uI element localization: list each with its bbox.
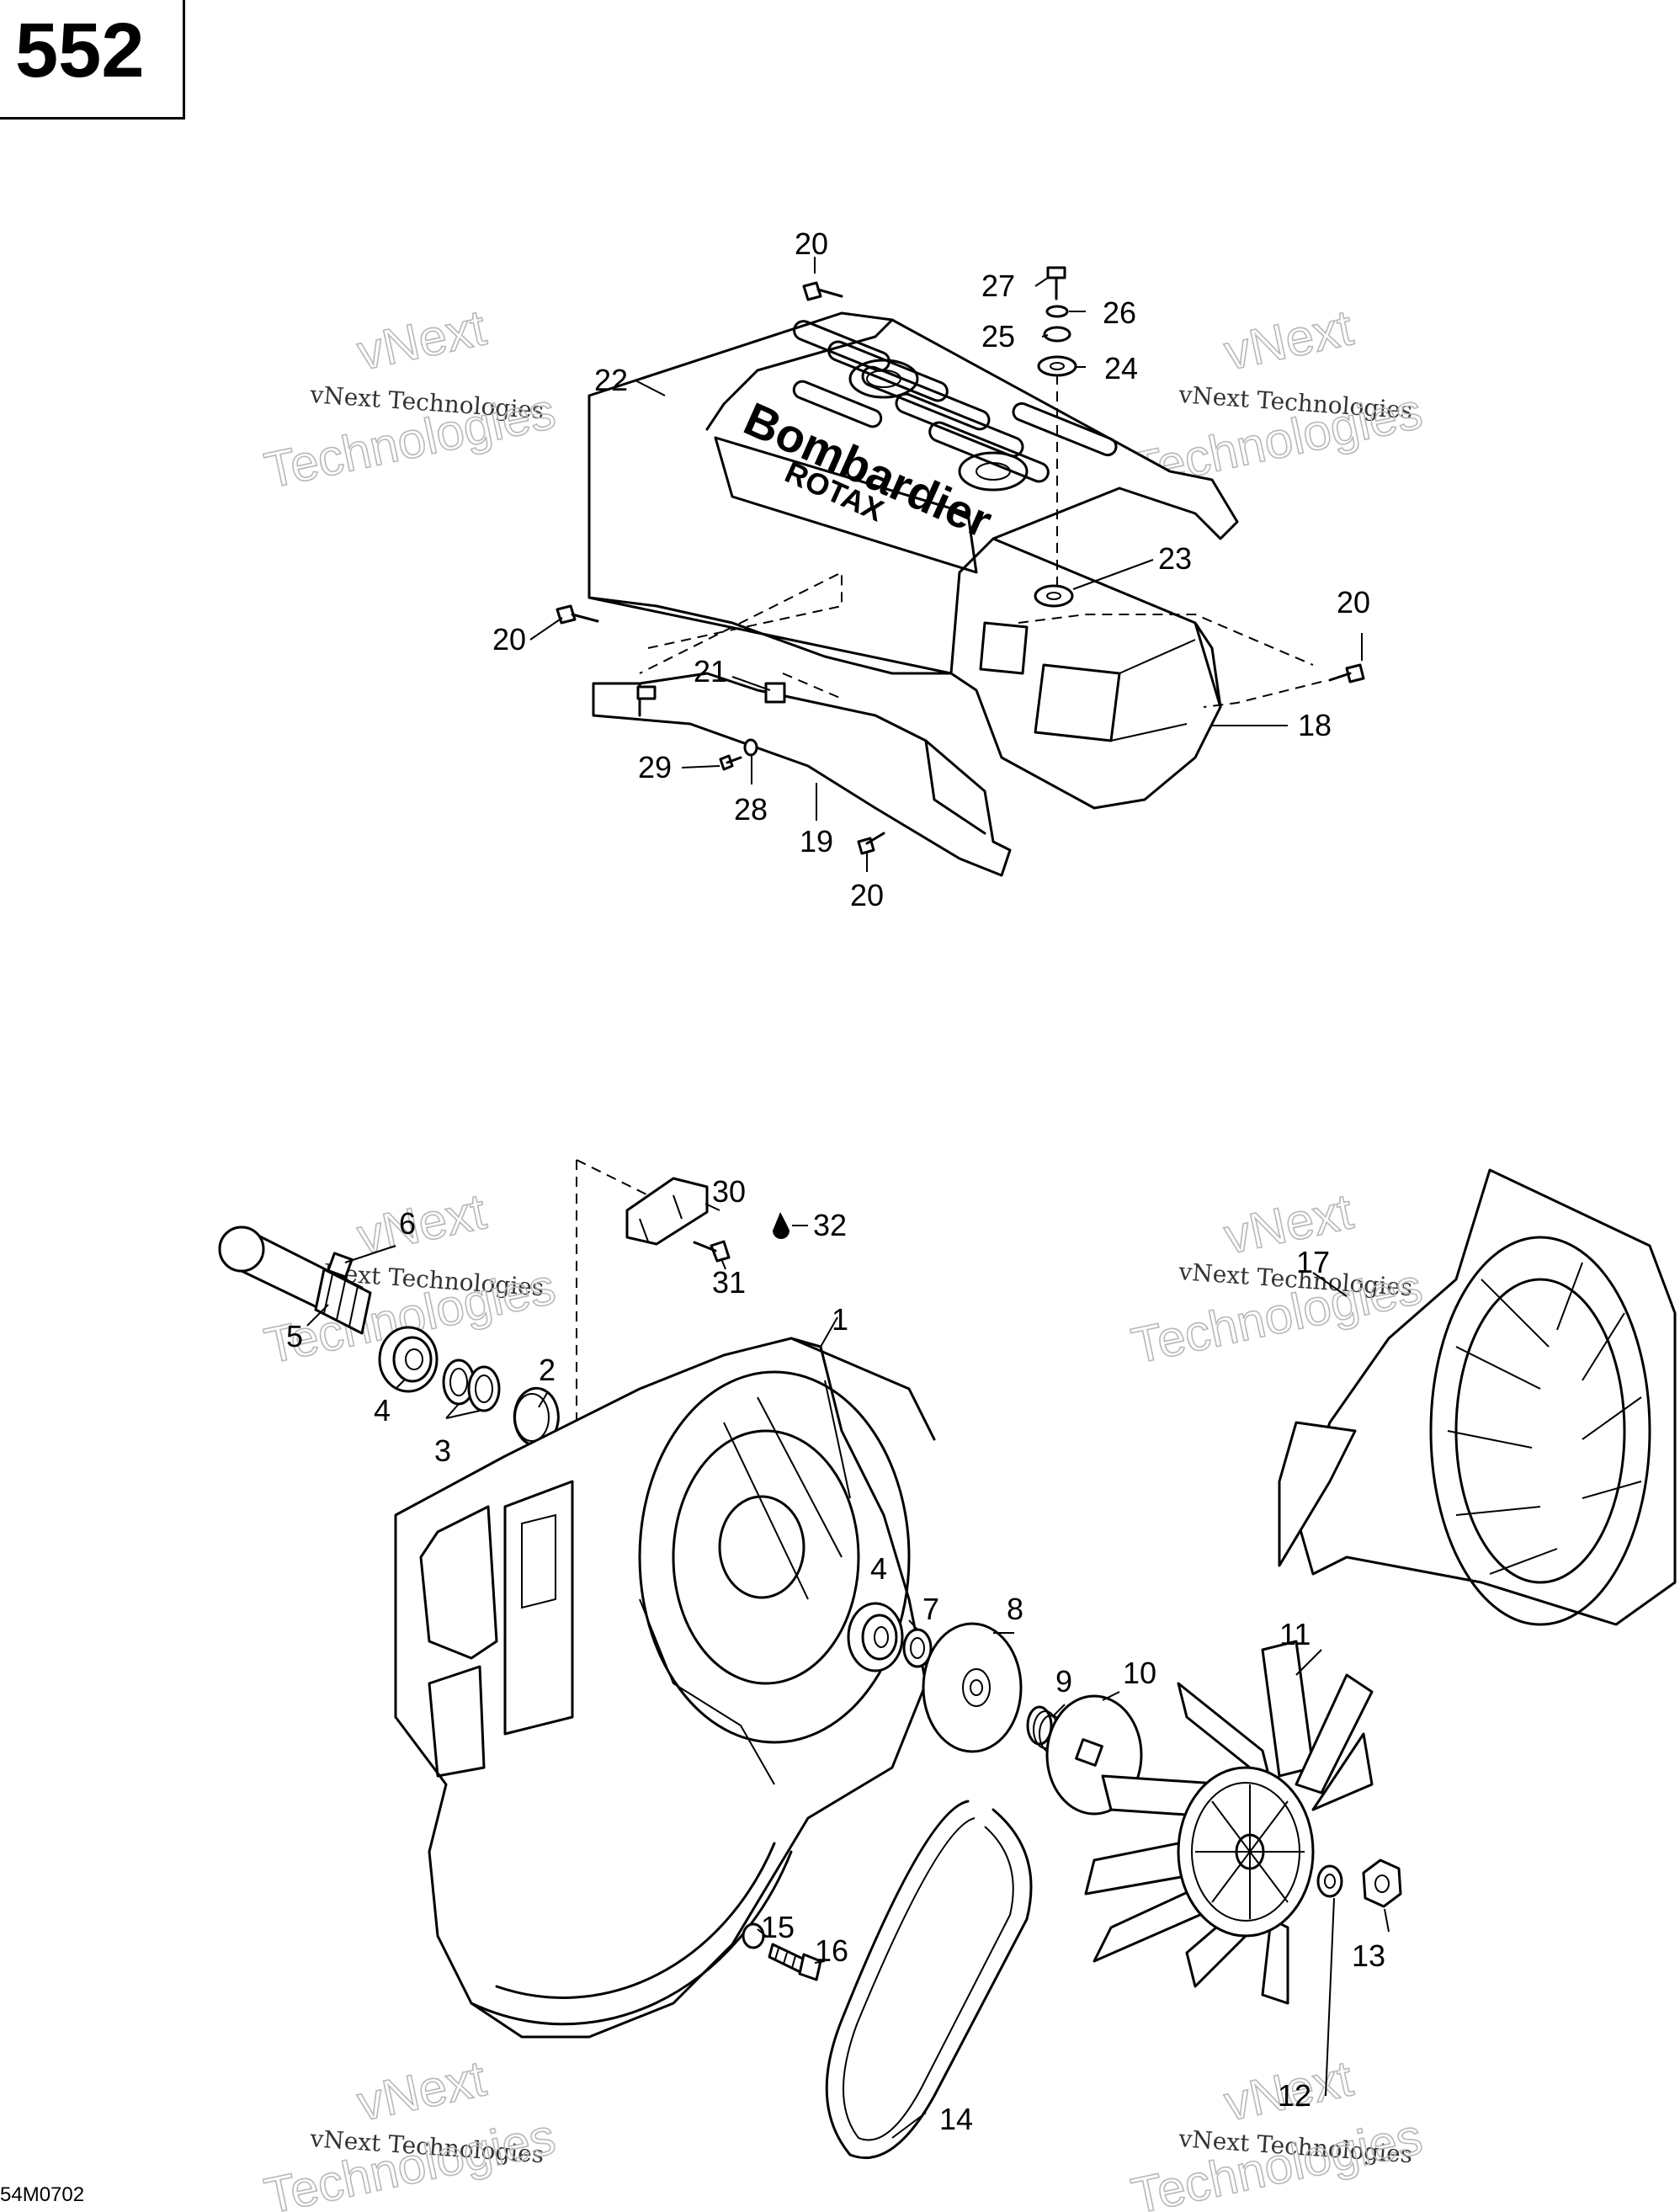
clamp-30 xyxy=(625,1177,709,1246)
label-4: 4 xyxy=(870,1551,887,1586)
label-2: 2 xyxy=(539,1353,556,1387)
leader-lines xyxy=(306,257,1390,2139)
label-21: 21 xyxy=(694,654,727,689)
label-11: 11 xyxy=(1279,1617,1311,1651)
label-32: 32 xyxy=(813,1208,847,1242)
label-14: 14 xyxy=(939,2102,973,2136)
washer-12 xyxy=(1316,1864,1343,1898)
label-27: 27 xyxy=(981,269,1015,303)
label-30: 30 xyxy=(712,1174,746,1209)
label-20: 20 xyxy=(492,622,526,657)
label-6: 6 xyxy=(399,1206,416,1241)
label-20: 20 xyxy=(850,878,884,912)
nut-13 xyxy=(1362,1858,1402,1908)
label-24: 24 xyxy=(1104,351,1138,386)
label-17: 17 xyxy=(1296,1245,1330,1279)
svg-text:Technologies: Technologies xyxy=(260,2108,561,2212)
label-23: 23 xyxy=(1158,541,1192,576)
logo-plate xyxy=(714,436,978,574)
page-number-box: 552 xyxy=(0,0,185,120)
label-4: 4 xyxy=(374,1393,391,1428)
label-7: 7 xyxy=(922,1592,939,1626)
label-9: 9 xyxy=(1055,1664,1072,1699)
bolt-16 xyxy=(768,1943,822,1981)
watermark-mid-right: vNext vNext Technologies Technologies xyxy=(1126,1182,1427,1375)
label-25: 25 xyxy=(981,319,1015,354)
label-15: 15 xyxy=(761,1910,795,1944)
label-19: 19 xyxy=(800,824,833,859)
label-18: 18 xyxy=(1298,708,1332,742)
svg-text:vNext: vNext xyxy=(353,2050,491,2131)
part-labels: 20 27 26 25 24 22 23 20 20 21 18 29 28 1… xyxy=(286,226,1385,2136)
svg-text:vNext: vNext xyxy=(353,299,491,380)
vent-slots xyxy=(792,320,1118,492)
cooling-fan xyxy=(1084,1640,1374,2005)
svg-text:Technologies: Technologies xyxy=(1127,2108,1427,2212)
fan-shaft xyxy=(218,1226,372,1335)
oil-drop-icon xyxy=(773,1212,789,1239)
grommet xyxy=(1034,584,1074,608)
label-1: 1 xyxy=(832,1302,848,1337)
svg-text:vNext: vNext xyxy=(1220,299,1358,380)
label-20: 20 xyxy=(795,226,828,261)
drawing-code: 54M0702 xyxy=(0,2183,85,2206)
label-28: 28 xyxy=(734,792,768,827)
fan-housing-assembly xyxy=(218,1159,1677,2160)
fan-shroud xyxy=(1278,1168,1677,1626)
label-13: 13 xyxy=(1352,1938,1385,1973)
page-number: 552 xyxy=(15,8,145,93)
pulley-half-8 xyxy=(922,1622,1023,1753)
svg-text:vNext: vNext xyxy=(1220,1183,1358,1264)
label-5: 5 xyxy=(286,1319,303,1353)
label-10: 10 xyxy=(1123,1656,1156,1690)
label-26: 26 xyxy=(1103,295,1136,330)
screw-31 xyxy=(693,1240,731,1263)
bearing-4-upper xyxy=(378,1326,439,1393)
label-20: 20 xyxy=(1337,585,1370,619)
screw-20-right xyxy=(1328,663,1365,683)
screw-20-bottom xyxy=(857,832,885,855)
label-31: 31 xyxy=(712,1265,746,1300)
bolt-stack xyxy=(1037,266,1077,377)
screw-20-top xyxy=(802,281,843,301)
watermark-bottom-right: vNext vNext Technologies Technologies xyxy=(1126,2049,1427,2212)
label-22: 22 xyxy=(594,363,628,397)
watermark-top-left: vNext vNext Technologies Technologies xyxy=(259,298,561,499)
watermark-top-right: vNext vNext Technologies Technologies xyxy=(1126,298,1427,499)
screw-20-left xyxy=(556,604,599,625)
label-16: 16 xyxy=(815,1933,848,1968)
label-8: 8 xyxy=(1007,1592,1023,1626)
watermark-bottom-left: vNext vNext Technologies Technologies xyxy=(259,2049,561,2212)
label-12: 12 xyxy=(1278,2078,1311,2113)
nut-6 xyxy=(327,1252,354,1279)
washer-28 xyxy=(743,738,758,757)
label-29: 29 xyxy=(638,750,672,784)
screw-29 xyxy=(719,754,742,771)
shim-3b xyxy=(467,1365,501,1412)
blower-housing xyxy=(394,1337,936,2039)
bearing-4-lower xyxy=(847,1602,904,1672)
label-3: 3 xyxy=(434,1433,451,1468)
drive-belt xyxy=(825,1800,1033,2160)
